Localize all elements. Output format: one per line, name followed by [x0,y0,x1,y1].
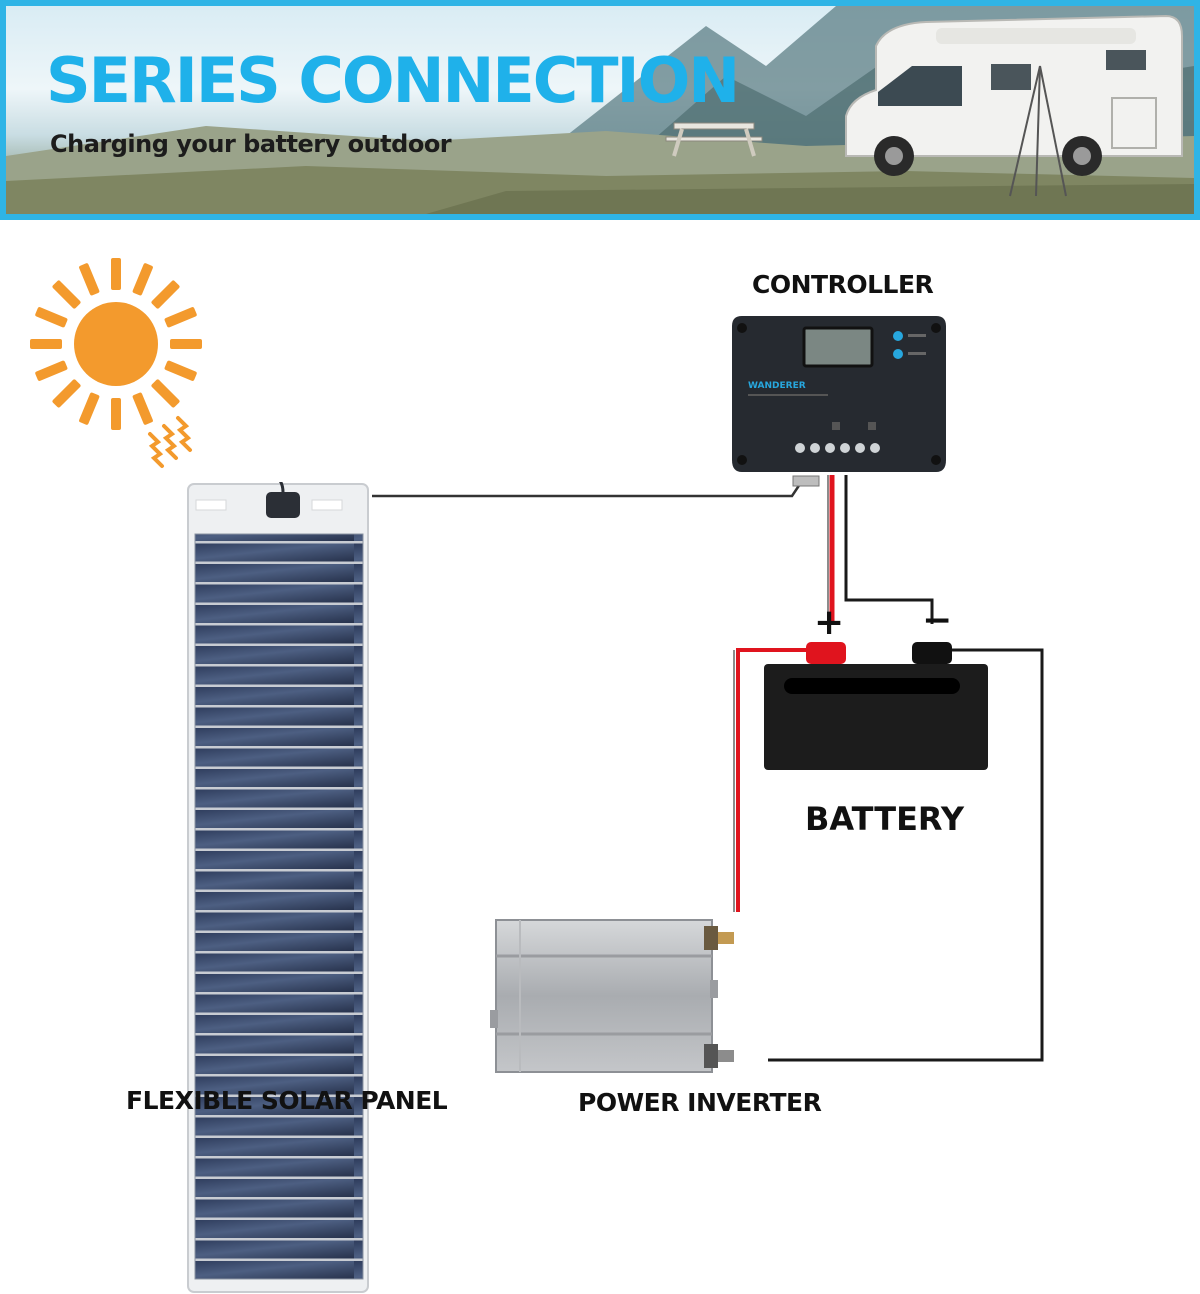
inverter-terminal-positive [704,926,734,950]
battery-negative-terminal [912,642,952,664]
controller-label: CONTROLLER [752,270,933,299]
inverter-label: POWER INVERTER [578,1088,821,1117]
inverter-icon [490,916,740,1076]
battery-positive-terminal [806,642,846,664]
banner-subtitle: Charging your battery outdoor [50,130,451,158]
wiring-diagram: WANDERER [0,220,1200,1200]
header-banner: SERIES CONNECTION Charging your battery … [0,0,1200,220]
sun-icon [28,254,208,494]
inverter-terminal-negative [704,1044,734,1068]
positive-sign: + [814,605,844,641]
battery-label: BATTERY [805,800,964,838]
solar-panel-icon [186,482,372,1294]
controller-brand-text: WANDERER [748,381,806,391]
negative-sign: − [922,603,952,639]
controller-to-battery-negative-wire [846,475,932,624]
banner-title: SERIES CONNECTION [46,50,738,112]
battery-icon [762,640,992,776]
sunlight-arrows-icon [150,418,190,466]
charge-controller-icon: WANDERER [728,310,950,490]
solar-panel-label: FLEXIBLE SOLAR PANEL [126,1086,447,1115]
